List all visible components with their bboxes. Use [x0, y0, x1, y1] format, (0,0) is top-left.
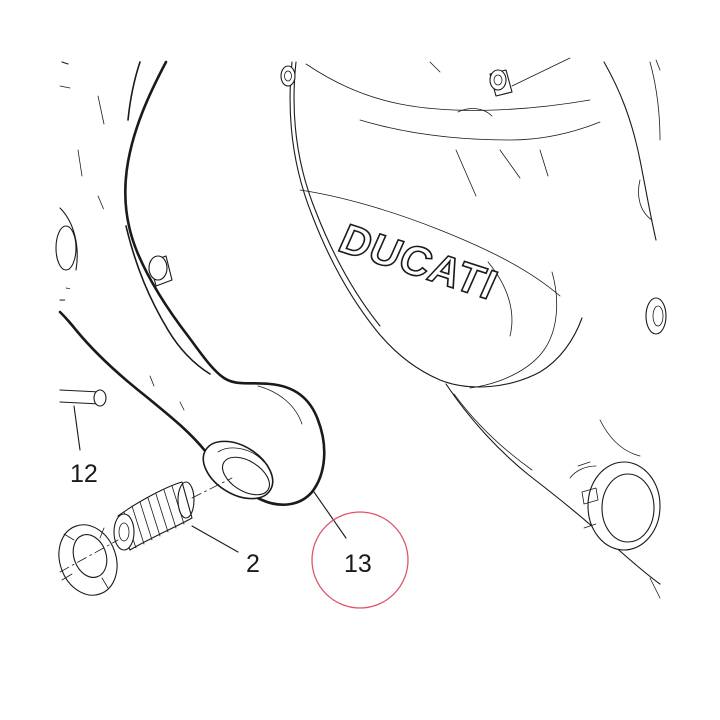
callout-13-highlight-circle — [311, 511, 409, 609]
callout-label-2: 2 — [246, 550, 260, 578]
brake-pedal-lever — [58, 60, 326, 506]
assembly-axis-line — [59, 477, 233, 573]
cover-brand-logo: DUCATI — [332, 215, 505, 308]
return-spring-part-2 — [113, 481, 195, 551]
callout-label-13: 13 — [344, 550, 372, 578]
bushing-nut — [58, 524, 118, 596]
pivot-pin-part-12 — [59, 389, 107, 407]
callout-label-12: 12 — [70, 460, 98, 488]
callout-leaders — [73, 405, 347, 553]
